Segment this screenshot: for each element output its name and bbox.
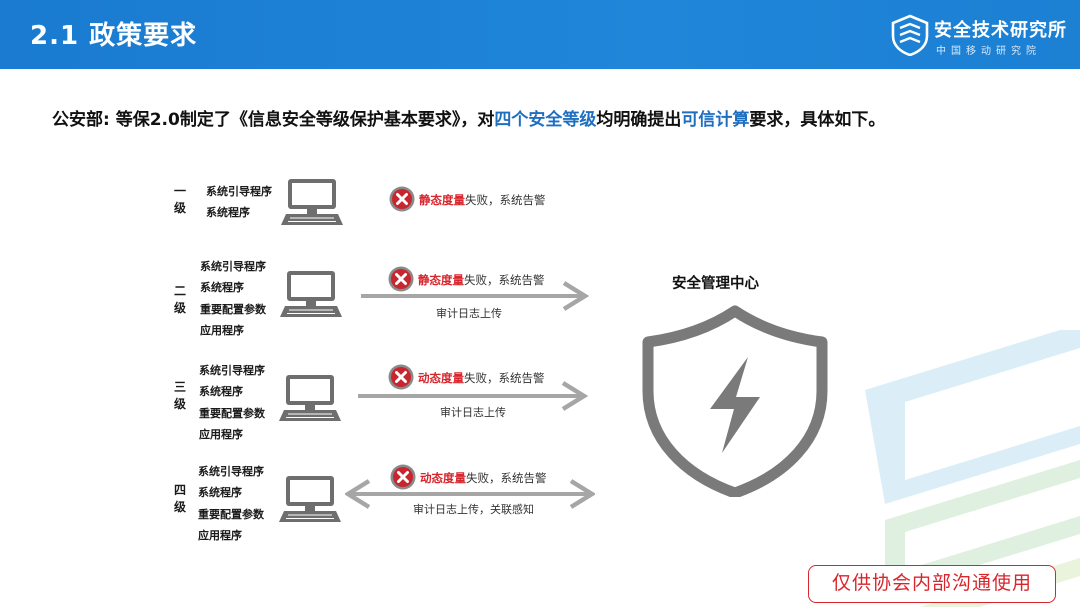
level-3-items: 系统引导程序 系统程序 重要配置参数 应用程序 (199, 360, 265, 445)
alert-message: 失败，系统告警 (464, 371, 545, 385)
level-4-caption: 审计日志上传，关联感知 (413, 503, 534, 516)
computer-icon (279, 375, 341, 421)
internal-use-notice: 仅供协会内部沟通使用 (808, 565, 1056, 603)
logo-name: 安全技术研究所 (934, 20, 1067, 41)
list-item: 系统引导程序 (199, 364, 265, 377)
intro-text: 公安部: 等保2.0制定了《信息安全等级保护基本要求》，对四个安全等级均明确提出… (52, 105, 885, 130)
level-2-caption: 审计日志上传 (436, 307, 502, 320)
logo-shield-icon (891, 14, 929, 56)
computer-icon (280, 271, 342, 317)
arrow-right-icon (358, 381, 589, 411)
list-item: 系统程序 (200, 281, 244, 295)
list-item: 重要配置参数 (200, 302, 266, 316)
error-x-icon (388, 364, 414, 390)
header-bar: 2.1 政策要求 安全技术研究所 中国移动研究院 (0, 0, 1080, 69)
level-2-items: 系统引导程序 系统程序 重要配置参数 应用程序 (200, 256, 266, 341)
intro-part1: 公安部: 等保2.0制定了《信息安全等级保护基本要求》，对 (52, 110, 495, 130)
intro-part2: 均明确提出 (596, 110, 682, 130)
security-center-title: 安全管理中心 (672, 276, 759, 292)
list-item: 重要配置参数 (198, 507, 264, 521)
error-x-icon (389, 186, 415, 212)
arrow-both-icon (345, 479, 595, 509)
level-2-label: 二级 (173, 284, 186, 315)
level-4-items: 系统引导程序 系统程序 重要配置参数 应用程序 (198, 461, 264, 546)
arrow-right-icon (361, 281, 590, 311)
list-item: 应用程序 (198, 528, 242, 542)
intro-highlight-levels: 四个安全等级 (494, 110, 597, 130)
level-2-alert: 静态度量失败，系统告警 (418, 272, 545, 288)
list-item: 系统引导程序 (206, 185, 272, 198)
level-4-alert: 动态度量失败，系统告警 (420, 470, 547, 486)
list-item: 重要配置参数 (199, 406, 265, 420)
computer-icon (279, 476, 341, 522)
error-x-icon (388, 266, 414, 292)
list-item: 系统程序 (198, 486, 242, 500)
list-item: 系统引导程序 (200, 260, 266, 273)
level-3-alert: 动态度量失败，系统告警 (418, 370, 545, 386)
level-3-caption: 审计日志上传 (440, 406, 506, 419)
intro-part3: 要求，具体如下。 (749, 110, 886, 130)
alert-message: 失败，系统告警 (465, 193, 546, 207)
level-1-alert: 静态度量失败，系统告警 (419, 192, 546, 208)
alert-measure-type: 静态度量 (418, 273, 464, 287)
alert-message: 失败，系统告警 (466, 471, 547, 485)
computer-icon (281, 179, 343, 225)
level-1-label: 一级 (173, 184, 186, 215)
level-3-label: 三级 (173, 380, 186, 411)
error-x-icon (390, 464, 416, 490)
lightning-shield-icon (642, 305, 828, 497)
alert-message: 失败，系统告警 (464, 273, 545, 287)
list-item: 系统引导程序 (198, 465, 264, 478)
alert-measure-type: 动态度量 (420, 471, 466, 485)
list-item: 应用程序 (200, 323, 244, 337)
level-4-label: 四级 (173, 483, 186, 514)
list-item: 系统程序 (206, 206, 250, 220)
list-item: 系统程序 (199, 385, 243, 399)
logo-subtitle: 中国移动研究院 (936, 46, 1041, 57)
list-item: 应用程序 (199, 427, 243, 441)
level-1-items: 系统引导程序 系统程序 (206, 181, 272, 224)
alert-measure-type: 动态度量 (418, 371, 464, 385)
alert-measure-type: 静态度量 (419, 193, 465, 207)
intro-highlight-trusted: 可信计算 (681, 110, 750, 130)
page-title: 2.1 政策要求 (30, 21, 198, 51)
